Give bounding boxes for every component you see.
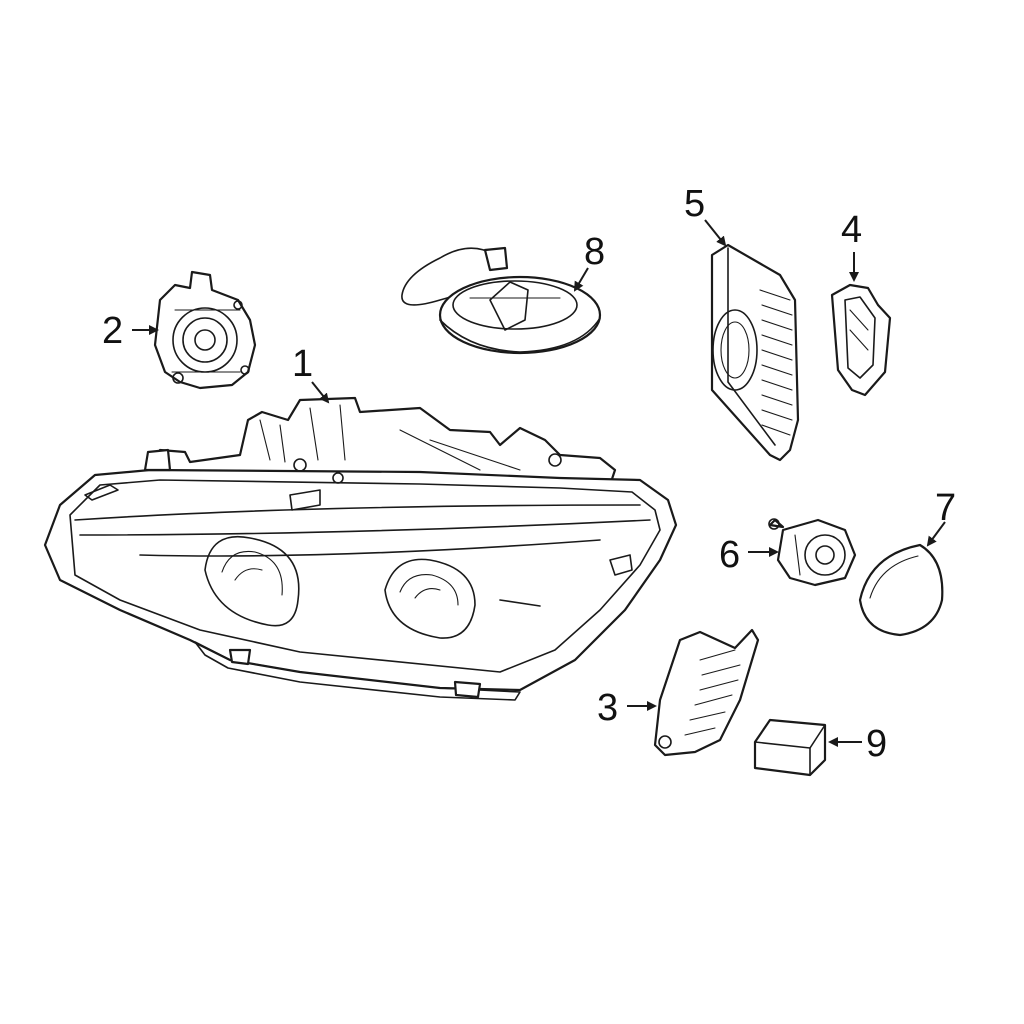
callout-1: 1 [292,343,313,385]
callout-8: 8 [584,231,605,273]
callout-labels: 1 2 3 4 5 6 7 8 9 [102,183,956,765]
leader-arrows [132,219,946,747]
callout-9: 9 [866,723,887,765]
callout-7: 7 [935,487,956,529]
part-3-igniter [653,628,760,757]
part-9-block [753,718,827,777]
part-5-ballast-module [710,243,800,462]
leader-8 [573,267,589,292]
leader-5 [704,219,727,247]
part-2-housing [153,270,257,390]
part-6-bulb-socket [768,518,857,587]
callout-4: 4 [841,209,862,251]
callout-6: 6 [719,534,740,576]
part-8-ring-with-cable [401,246,602,355]
leader-7 [926,521,946,547]
leader-1 [311,381,330,404]
callout-2: 2 [102,310,123,352]
callout-3: 3 [597,687,618,729]
part-7-cap [858,543,944,637]
callout-5: 5 [684,183,705,225]
part-4-bracket [830,283,892,397]
headlight-assembly [43,396,678,701]
